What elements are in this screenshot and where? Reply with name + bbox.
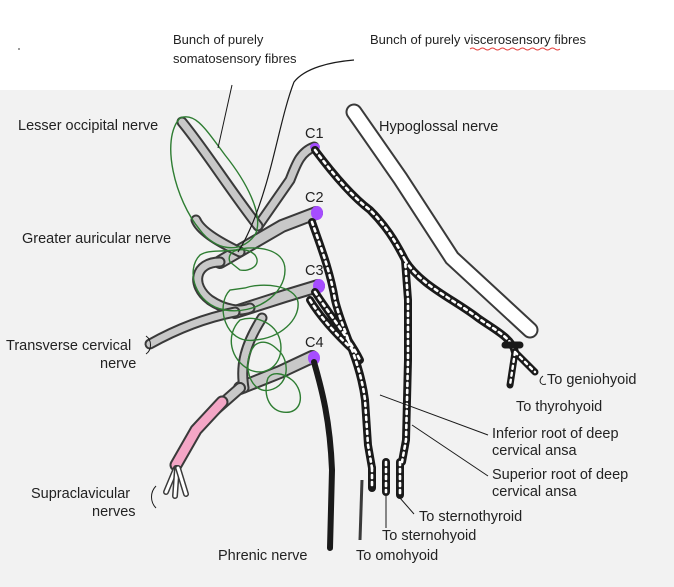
greater-auricular-label: Greater auricular nerve (22, 231, 171, 247)
viscerosensory-word: viscerosensory (464, 32, 551, 47)
supraclavicular-label-2: nerves (92, 504, 136, 520)
somatosensory-annotation-line1: Bunch of purely (173, 32, 264, 47)
supraclavicular-nerves (163, 395, 229, 499)
inferior-root-leader (379, 394, 489, 436)
omohyoid-label: To omohyoid (356, 548, 438, 564)
c1-label: C1 (305, 126, 324, 142)
supraclavicular-bracket (151, 485, 157, 509)
phrenic-label: Phrenic nerve (218, 548, 307, 564)
annotation-loops (170, 116, 302, 413)
hypoglossal-label: Hypoglossal nerve (379, 119, 498, 135)
thyrohyoid-label: To thyrohyoid (516, 399, 602, 415)
superior-root-leader (411, 424, 489, 477)
viscerosensory-pointer (237, 59, 355, 253)
superior-root-label-1: Superior root of deep (492, 467, 628, 483)
viscerosensory-annotation: Bunch of purely viscerosensory fibres (370, 32, 587, 47)
omohyoid-branch (358, 479, 364, 541)
spellcheck-squiggle (469, 47, 561, 51)
c2-root-tip (311, 206, 323, 220)
somatosensory-annotation-line2: somatosensory fibres (173, 51, 297, 66)
geniohyoid-hook (539, 375, 547, 385)
transverse-bracket (145, 335, 151, 355)
c4-label: C4 (305, 335, 324, 351)
inferior-root-label-1: Inferior root of deep (492, 426, 619, 442)
sternohyoid-label: To sternohyoid (382, 528, 476, 544)
geniohyoid-label: To geniohyoid (547, 372, 637, 388)
c2-label: C2 (305, 190, 324, 206)
c4-root-tip (308, 351, 320, 365)
transverse-cervical-label-2: nerve (100, 356, 136, 372)
ansa-cervicalis (306, 146, 539, 499)
lesser-occipital-label: Lesser occipital nerve (18, 118, 158, 134)
hypoglossal-nerve (345, 103, 539, 339)
transverse-cervical-label-1: Transverse cervical (6, 338, 131, 354)
stray-dot (18, 48, 20, 50)
somatosensory-bundle-loop (170, 116, 259, 249)
sternothyroid-label: To sternothyroid (419, 509, 522, 525)
c3-label: C3 (305, 263, 324, 279)
phrenic-nerve (311, 359, 336, 551)
somatosensory-pointer (217, 84, 233, 149)
supraclavicular-label-1: Supraclavicular (31, 486, 130, 502)
sternothyroid-leader (399, 497, 415, 515)
superior-root-label-2: cervical ansa (492, 484, 578, 500)
inferior-root-label-2: cervical ansa (492, 443, 578, 459)
